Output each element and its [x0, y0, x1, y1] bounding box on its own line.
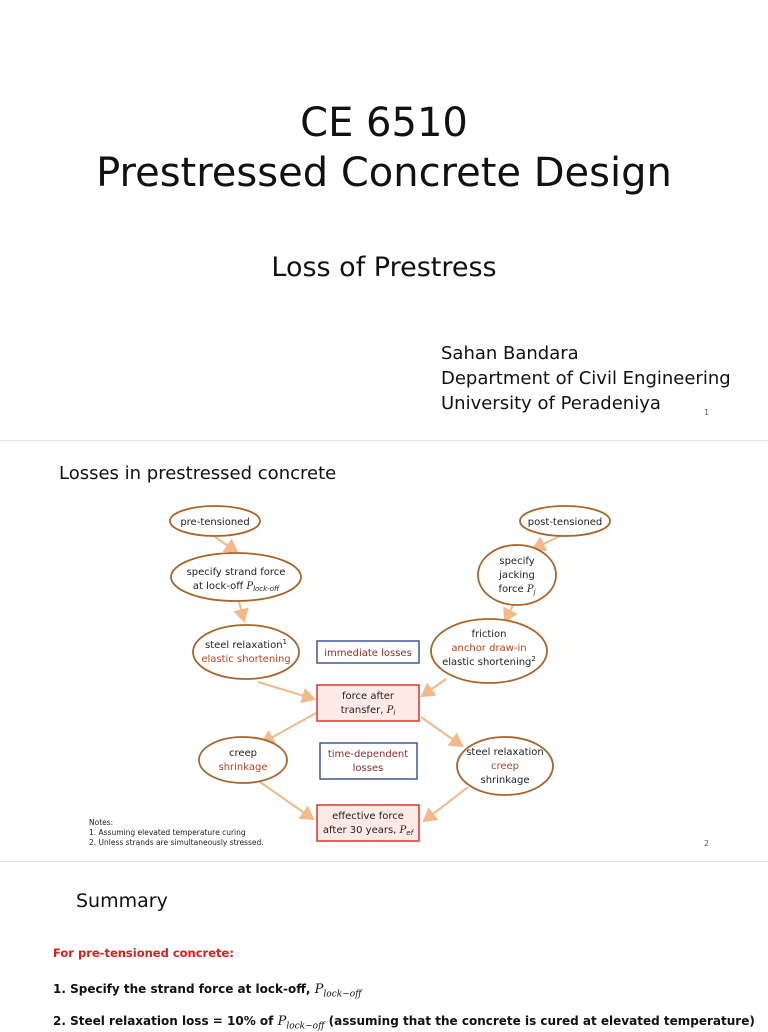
node-immediate-losses-pre: steel relaxation1 elastic shortening [192, 624, 300, 680]
node-time-losses-post: steel relaxation creep shrinkage [456, 736, 554, 796]
arrow-friction-to-force [420, 678, 447, 698]
author-university: University of Peradeniya [441, 393, 661, 414]
effective-force-box: effective force after 30 years, Pef [316, 804, 420, 842]
effective-force-line2: after 30 years, Pef [323, 825, 415, 837]
summary-item-1-text: 1. Specify the strand force at lock-off, [53, 982, 311, 996]
diagram-notes: Notes: 1. Assuming elevated temperature … [89, 818, 264, 848]
anchor-draw-in-label: anchor draw-in [451, 643, 526, 654]
plockoff-symbol: Plock−off [277, 1014, 325, 1032]
slide-divider [0, 440, 768, 441]
notes-title: Notes: [89, 818, 114, 827]
specify-jacking-line1: specify [499, 556, 534, 567]
slide-heading: Summary [76, 890, 168, 912]
losses-flow-diagram: pre-tensioned post-tensioned specify str… [169, 505, 611, 842]
arrow-force-to-relax-right [420, 716, 464, 748]
summary-item-2-tail: (assuming that the concrete is cured at … [328, 1014, 755, 1028]
author-name: Sahan Bandara [441, 343, 579, 364]
arrow-creep-to-effective [256, 779, 315, 821]
time-dependent-line1: time-dependent [328, 749, 408, 760]
topic-subtitle: Loss of Prestress [271, 252, 497, 283]
note-2: 2. Unless strands are simultaneously str… [89, 838, 264, 847]
plockoff-symbol: Plock−off [314, 982, 362, 1000]
elastic-shortening-left: elastic shortening [201, 654, 290, 665]
immediate-losses-box: immediate losses [316, 640, 420, 664]
node-immediate-losses-post: friction anchor draw-in elastic shorteni… [430, 618, 548, 684]
pre-tensioned-label: pre-tensioned [180, 517, 249, 528]
shrinkage-left-label: shrinkage [218, 762, 267, 773]
course-title: Prestressed Concrete Design [96, 150, 672, 196]
elastic-shortening-right: elastic shortening2 [442, 655, 536, 668]
arrow-post-to-jacking [531, 534, 563, 551]
effective-force-line1: effective force [332, 811, 404, 822]
losses-slide: Losses in prestressed concrete pre-tensi… [0, 441, 768, 861]
node-specify-strand-force: specify strand force at lock-off Plock-o… [170, 552, 302, 602]
time-dependent-line2: losses [353, 763, 384, 774]
course-code: CE 6510 [300, 100, 468, 146]
author-block: Sahan Bandara Department of Civil Engine… [441, 341, 731, 416]
specify-jacking-line2: jacking [498, 570, 535, 581]
immediate-losses-label: immediate losses [324, 648, 412, 659]
slide-divider [0, 861, 768, 862]
node-specify-jacking-force: specify jacking force Pj [477, 544, 557, 606]
arrow-pre-to-specify [214, 536, 239, 554]
time-dependent-losses-box: time-dependent losses [319, 742, 418, 780]
title-slide: CE 6510 Prestressed Concrete Design Loss… [0, 0, 768, 440]
arrow-relax-to-force [257, 681, 316, 704]
slide-title: CE 6510 Prestressed Concrete Design [0, 98, 768, 198]
shrinkage-right-label: shrinkage [480, 775, 529, 786]
force-after-transfer-box: force after transfer, Pi [316, 684, 420, 722]
author-department: Department of Civil Engineering [441, 368, 731, 389]
steel-relaxation-left: steel relaxation1 [205, 638, 287, 651]
post-tensioned-label: post-tensioned [528, 517, 603, 528]
node-post-tensioned: post-tensioned [519, 505, 611, 537]
page-number: 1 [704, 408, 710, 417]
specify-strand-line1: specify strand force [187, 567, 286, 578]
note-1: 1. Assuming elevated temperature curing [89, 828, 246, 837]
summary-slide: Summary For pre-tensioned concrete: 1. S… [0, 862, 768, 1032]
summary-item-2-text: 2. Steel relaxation loss = 10% of [53, 1014, 274, 1028]
summary-item-2: 2. Steel relaxation loss = 10% of Plock−… [53, 1014, 755, 1032]
creep-left-label: creep [229, 748, 257, 759]
steel-relaxation-right: steel relaxation [466, 747, 544, 758]
node-time-losses-pre: creep shrinkage [198, 736, 288, 784]
node-pre-tensioned: pre-tensioned [169, 505, 261, 537]
pre-tensioned-label: For pre-tensioned concrete: [53, 946, 234, 960]
slide-heading: Losses in prestressed concrete [59, 463, 337, 484]
page-number: 2 [704, 839, 710, 848]
force-after-line2: transfer, Pi [341, 705, 396, 717]
arrow-relax-to-effective [422, 786, 469, 823]
specify-strand-line2: at lock-off Plock-off [193, 581, 280, 593]
friction-label: friction [471, 629, 506, 640]
creep-right-label: creep [491, 761, 519, 772]
arrow-force-to-creep [260, 712, 317, 745]
summary-item-1: 1. Specify the strand force at lock-off,… [53, 982, 362, 1000]
force-after-line1: force after [342, 691, 395, 702]
specify-jacking-line3: force Pj [498, 584, 535, 596]
